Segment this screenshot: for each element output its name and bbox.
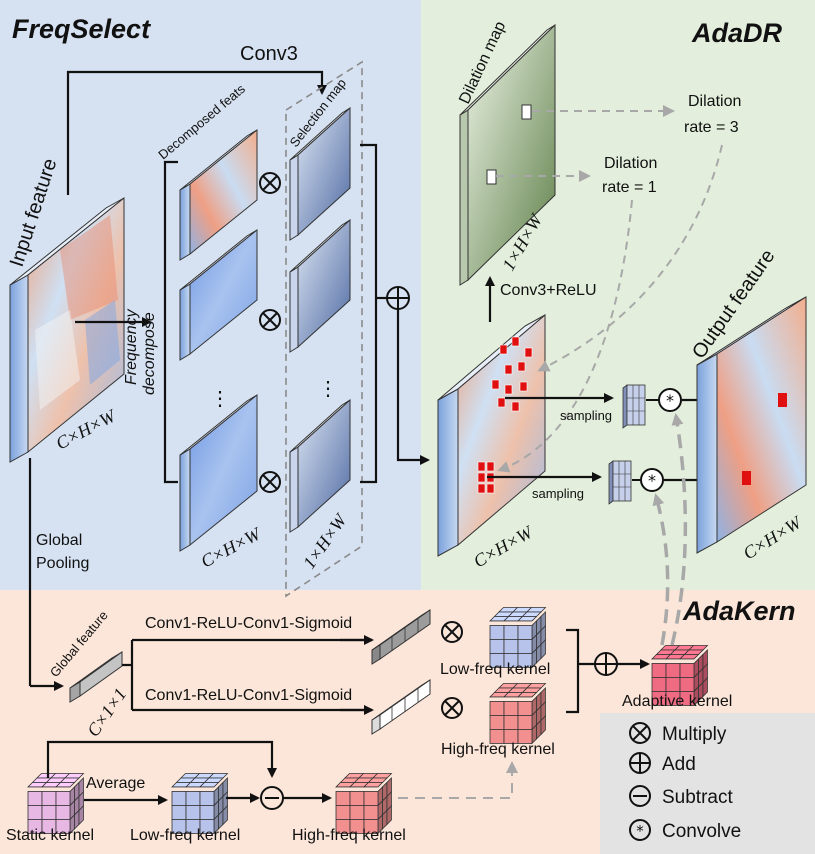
- static-kernel-cube: [27, 773, 85, 835]
- high-freq-kernel-label: High-freq kernel: [441, 741, 555, 758]
- adakern-title: AdaKern: [682, 596, 796, 626]
- add-op-adakern: [594, 652, 618, 676]
- multiply-op-low: [441, 621, 463, 643]
- multiply-op-2: [259, 309, 281, 331]
- static-to-subtract-path: [46, 740, 277, 778]
- rate3-guide-curve: [537, 144, 723, 372]
- svg-text:*: *: [648, 471, 656, 490]
- adaptive-kernel-cube: [651, 645, 709, 707]
- conv-chain-top-label: Conv1-ReLU-Conv1-Sigmoid: [145, 615, 352, 632]
- convolve-op-2: *: [640, 468, 664, 492]
- sampling-label-1: sampling: [560, 408, 612, 423]
- kernel-sum-bracket: [566, 628, 580, 714]
- derived-high-freq-kernel-cube: [335, 773, 393, 835]
- high-kernel-feed-path: [398, 761, 518, 799]
- add-op-freqselect: [386, 286, 410, 310]
- adaptive-to-convolve-curve: [670, 413, 688, 646]
- selection-map-1: [289, 106, 351, 241]
- decomposed-feat-1: [179, 128, 258, 261]
- add-to-feature-arrow: [396, 309, 430, 465]
- multiply-op-high: [441, 697, 463, 719]
- branch-lines: [122, 638, 372, 712]
- multiply-op-3: [259, 471, 281, 493]
- decomposed-feat-3: [179, 393, 258, 552]
- low-freq-kernel-label: Low-freq kernel: [440, 661, 550, 678]
- decompose-label: decompose: [141, 312, 158, 395]
- rate1-value-label: rate = 1: [602, 179, 657, 196]
- rate3-dilation-label: Dilation: [688, 93, 741, 110]
- legend-convolve-label: Convolve: [662, 821, 741, 842]
- output-feature-block: [696, 296, 807, 554]
- average-label: Average: [86, 775, 145, 792]
- high-freq-attention-vector: [371, 679, 431, 735]
- legend-subtract: Subtract: [629, 785, 733, 808]
- legend-multiply: Multiply: [629, 722, 727, 745]
- conv3-relu-label: Conv3+ReLU: [500, 282, 597, 299]
- conv3-path: [66, 70, 327, 195]
- svg-text:*: *: [636, 822, 644, 840]
- avg-low-freq-kernel-cube: [171, 773, 229, 835]
- rate3-value-label: rate = 3: [684, 119, 739, 136]
- derived-high-freq-kernel-label: High-freq kernel: [292, 827, 406, 844]
- selection-dots: ⋮: [318, 378, 338, 400]
- pooling-label: Pooling: [36, 555, 89, 572]
- selection-map-3: [289, 398, 351, 533]
- multiply-op-1: [259, 172, 281, 194]
- legend-convolve: * Convolve: [629, 819, 741, 842]
- sampling-label-2: sampling: [532, 486, 584, 501]
- decompose-bracket: [163, 160, 178, 484]
- rate1-guide-curve: [497, 199, 633, 473]
- rate1-dilation-label: Dilation: [604, 155, 657, 172]
- legend-add-label: Add: [662, 754, 696, 775]
- selection-map-2: [289, 218, 351, 353]
- freqselect-title: FreqSelect: [12, 14, 151, 44]
- conv-chain-bottom-label: Conv1-ReLU-Conv1-Sigmoid: [145, 687, 352, 704]
- adaptive-to-convolve-curve-2: [652, 493, 670, 646]
- adadr-title: AdaDR: [691, 18, 783, 48]
- frequency-label: Frequency: [123, 308, 140, 385]
- dilation-map: [459, 23, 556, 286]
- legend-add: Add: [629, 752, 696, 775]
- adaptive-kernel-label: Adaptive kernel: [622, 693, 732, 710]
- input-feature-block: [9, 196, 125, 463]
- static-kernel-label: Static kernel: [6, 827, 94, 844]
- low-freq-attention-vector: [371, 609, 431, 665]
- avg-low-freq-kernel-label: Low-freq kernel: [130, 827, 240, 844]
- decomposed-dots: ⋮: [210, 388, 230, 410]
- sum-bracket: [360, 143, 378, 484]
- low-freq-kernel-cube: [489, 607, 547, 669]
- sampled-patch-1: [622, 384, 646, 429]
- svg-text:*: *: [666, 391, 674, 410]
- decomposed-feat-2: [179, 228, 258, 361]
- high-freq-kernel-cube: [489, 683, 547, 745]
- convolve-op-1: *: [658, 388, 682, 412]
- global-label: Global: [36, 532, 82, 549]
- sampled-patch-2: [608, 460, 632, 505]
- conv3-label: Conv3: [240, 43, 298, 65]
- legend-multiply-label: Multiply: [662, 724, 727, 745]
- legend-subtract-label: Subtract: [662, 787, 733, 808]
